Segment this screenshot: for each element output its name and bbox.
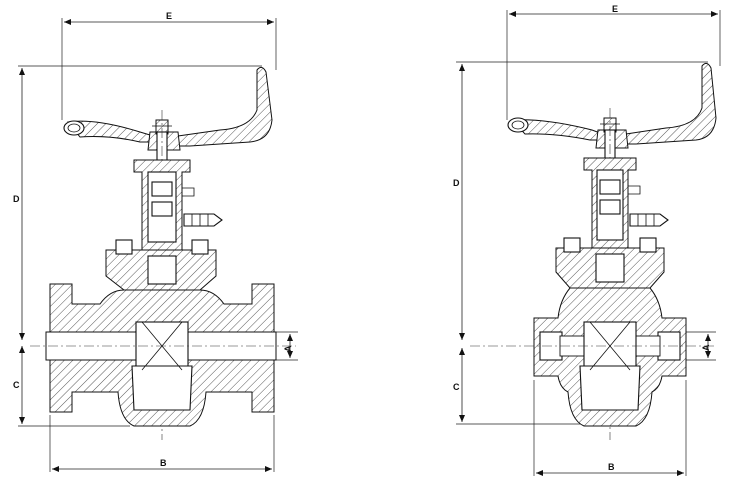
left-dimension-b: B [49, 415, 275, 472]
right-body [470, 287, 716, 427]
left-body [30, 283, 296, 427]
left-flanged-valve: E D C A B [13, 11, 298, 472]
left-handwheel [63, 66, 273, 151]
right-label-a: A [701, 344, 711, 351]
left-dimension-d: D [13, 65, 262, 340]
right-yoke [583, 157, 669, 249]
left-dimension-e: E [61, 11, 277, 120]
right-label-b: B [608, 462, 615, 472]
right-dimension-d: D [453, 61, 708, 340]
left-label-d: D [13, 194, 20, 204]
right-socket-valve: E D C A B [453, 4, 721, 476]
right-dimension-b: B [533, 380, 687, 476]
left-label-a: A [283, 345, 293, 352]
left-dimension-c: C [13, 346, 130, 427]
left-label-b: B [160, 458, 167, 468]
left-label-e: E [166, 11, 172, 21]
left-label-c: C [13, 380, 20, 390]
right-label-d: D [453, 178, 460, 188]
right-label-e: E [612, 4, 618, 14]
right-dimension-e: E [506, 4, 721, 120]
right-bonnet-flange [555, 237, 665, 289]
left-yoke [133, 159, 223, 251]
right-label-c: C [453, 382, 460, 392]
right-dimension-c: C [453, 348, 580, 425]
left-bonnet-flange [105, 239, 217, 291]
